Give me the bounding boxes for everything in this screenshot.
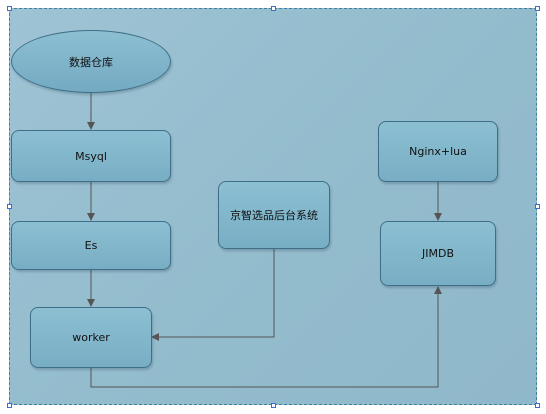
node-label: Msyql bbox=[75, 149, 107, 163]
node-label: JIMDB bbox=[422, 247, 454, 260]
node-label: worker bbox=[72, 331, 110, 344]
node-label: Es bbox=[84, 239, 98, 252]
edge-backend-to-worker bbox=[151, 249, 275, 341]
selection-handle-top-center[interactable] bbox=[271, 6, 276, 11]
selection-handle-top-left[interactable] bbox=[7, 6, 12, 11]
selection-handle-middle-right[interactable] bbox=[535, 204, 540, 209]
node-data-warehouse[interactable]: 数据仓库 bbox=[11, 30, 171, 93]
node-backend-system[interactable]: 京智选品后台系统 bbox=[218, 181, 330, 249]
selection-handle-middle-left[interactable] bbox=[7, 204, 12, 209]
selection-handle-bottom-center[interactable] bbox=[271, 403, 276, 408]
node-label: 数据仓库 bbox=[69, 55, 113, 69]
selection-handle-bottom-right[interactable] bbox=[535, 403, 540, 408]
node-es[interactable]: Es bbox=[11, 221, 171, 270]
node-mysql[interactable]: Msyql bbox=[11, 130, 171, 182]
node-worker[interactable]: worker bbox=[30, 307, 152, 368]
node-label: Nginx+lua bbox=[409, 145, 467, 158]
selection-handle-top-right[interactable] bbox=[535, 6, 540, 11]
selection-handle-bottom-left[interactable] bbox=[7, 403, 12, 408]
node-label: 京智选品后台系统 bbox=[230, 209, 318, 222]
node-jimdb[interactable]: JIMDB bbox=[380, 221, 496, 286]
node-nginx-lua[interactable]: Nginx+lua bbox=[378, 121, 498, 182]
edge-worker-to-jimdb bbox=[90, 286, 442, 388]
